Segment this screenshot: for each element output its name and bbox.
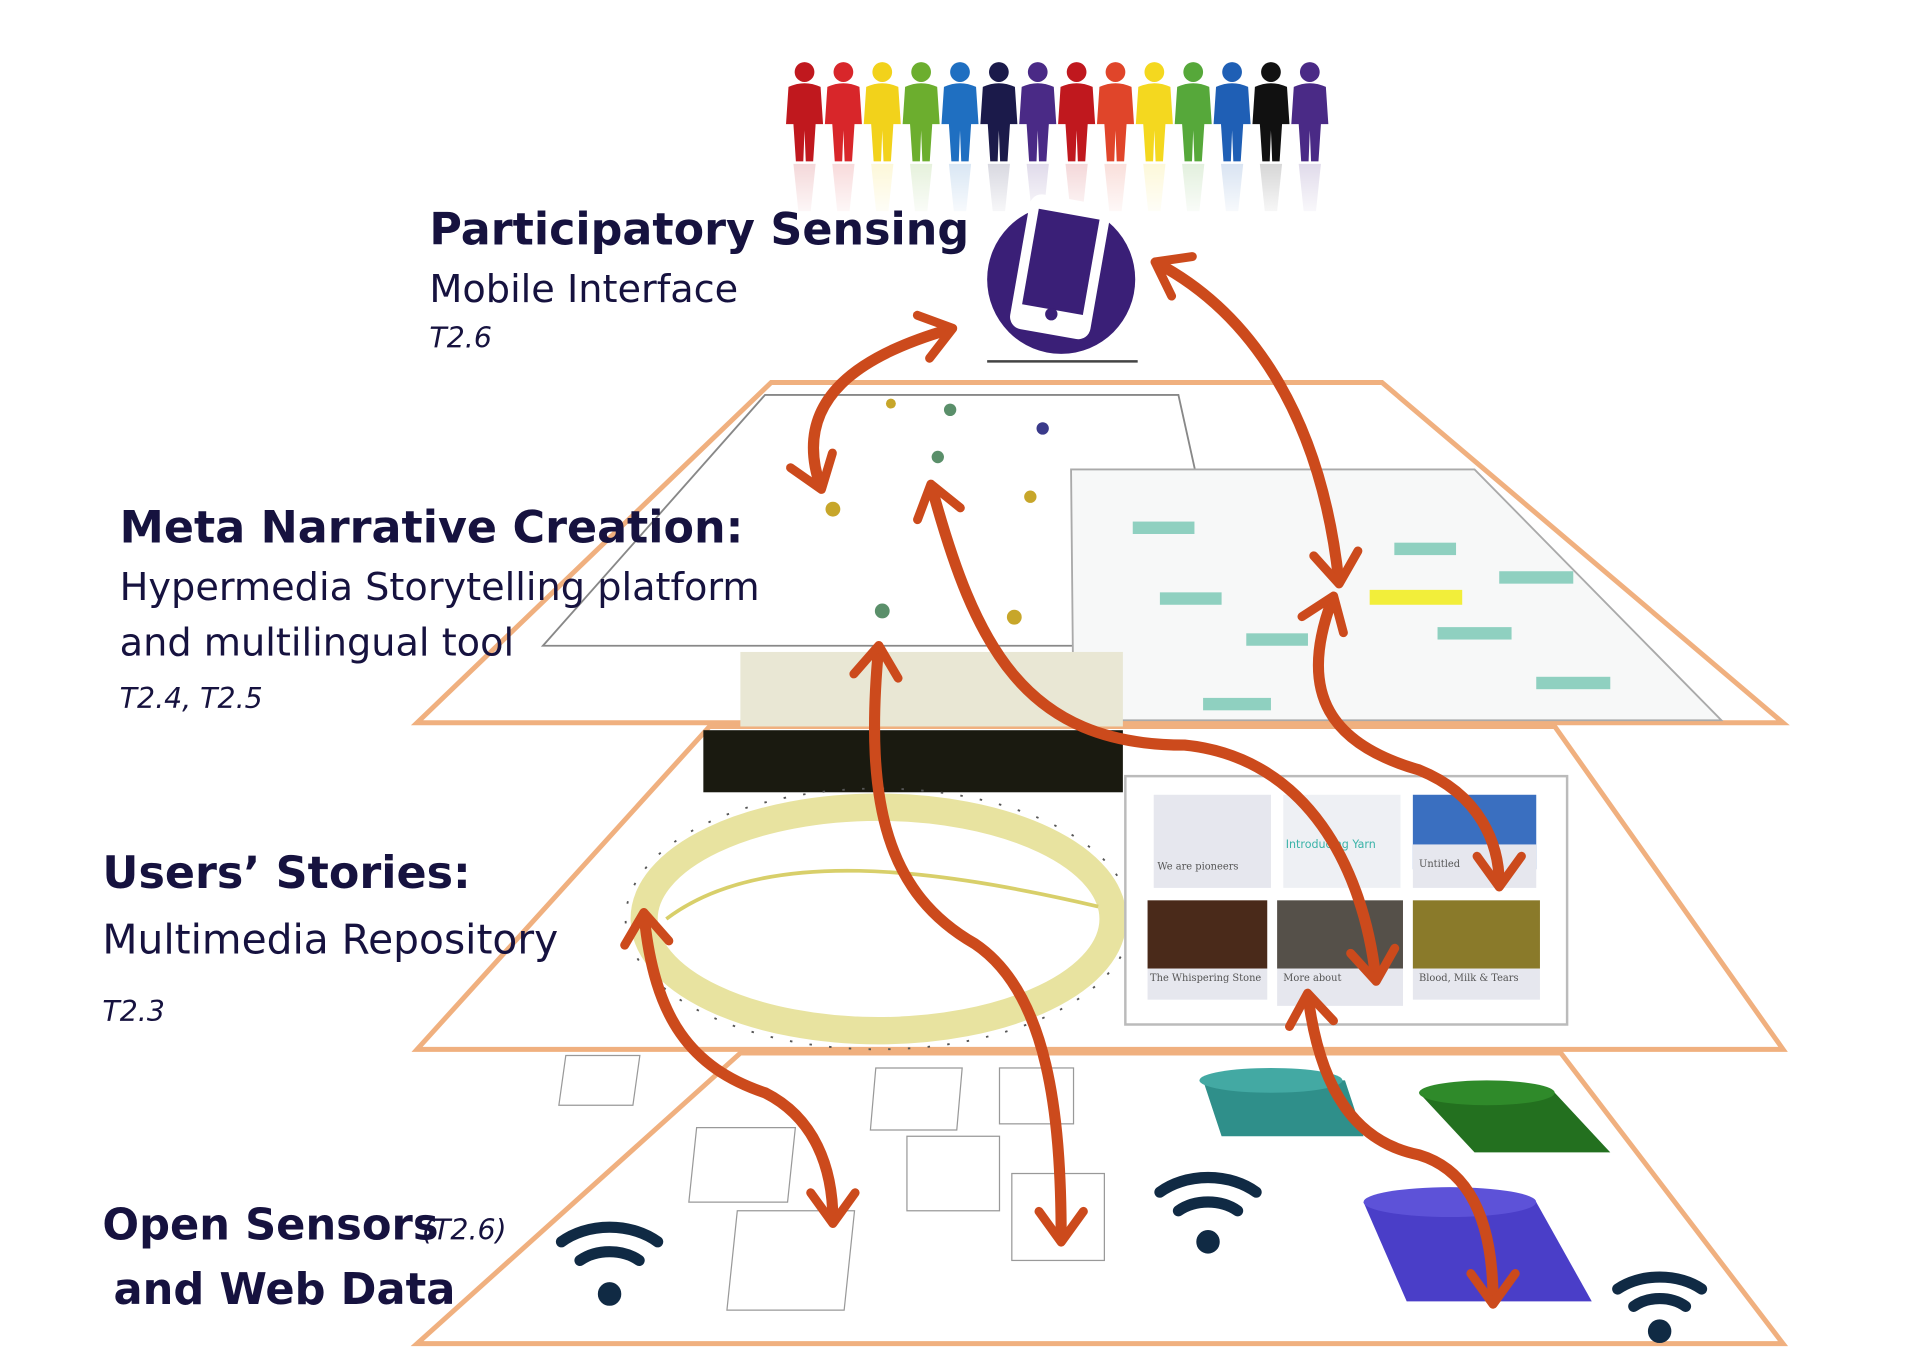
participatory-title: Participatory Sensing [429,204,969,256]
stories-task: T2.3 [102,995,164,1028]
sensors-task: (T2.6) [422,1213,507,1246]
sensors-title: Open Sensors [102,1200,438,1250]
sensors-subtitle: and Web Data [114,1265,456,1315]
data-flow-arrows [620,252,1526,1309]
mobile-phone-icon [987,194,1138,363]
repository-panel: We are pioneers Introducing Yarn Untitle… [1124,774,1569,1026]
card-title: More about [1283,973,1341,984]
stories-title: Users’ Stories: [102,847,470,899]
stories-subtitle: Multimedia Repository [102,916,558,964]
card-title: Blood, Milk & Tears [1419,973,1519,984]
wifi-icon [555,1171,1708,1344]
layer-users-stories: We are pioneers Introducing Yarn Untitle… [411,723,1788,1052]
layer-open-sensors [410,1050,1789,1347]
layer-meta-narrative [410,379,1790,727]
card-title: We are pioneers [1157,861,1238,872]
meta-line2: and multilingual tool [120,621,514,666]
participatory-subtitle: Mobile Interface [429,267,738,312]
card-title: The Whispering Stone [1150,973,1261,984]
meta-line1: Hypermedia Storytelling platform [120,565,760,610]
card-title: Untitled [1419,859,1461,870]
participatory-task: T2.6 [429,322,491,355]
meta-task: T2.4, T2.5 [120,682,263,715]
meta-title: Meta Narrative Creation: [120,502,744,554]
